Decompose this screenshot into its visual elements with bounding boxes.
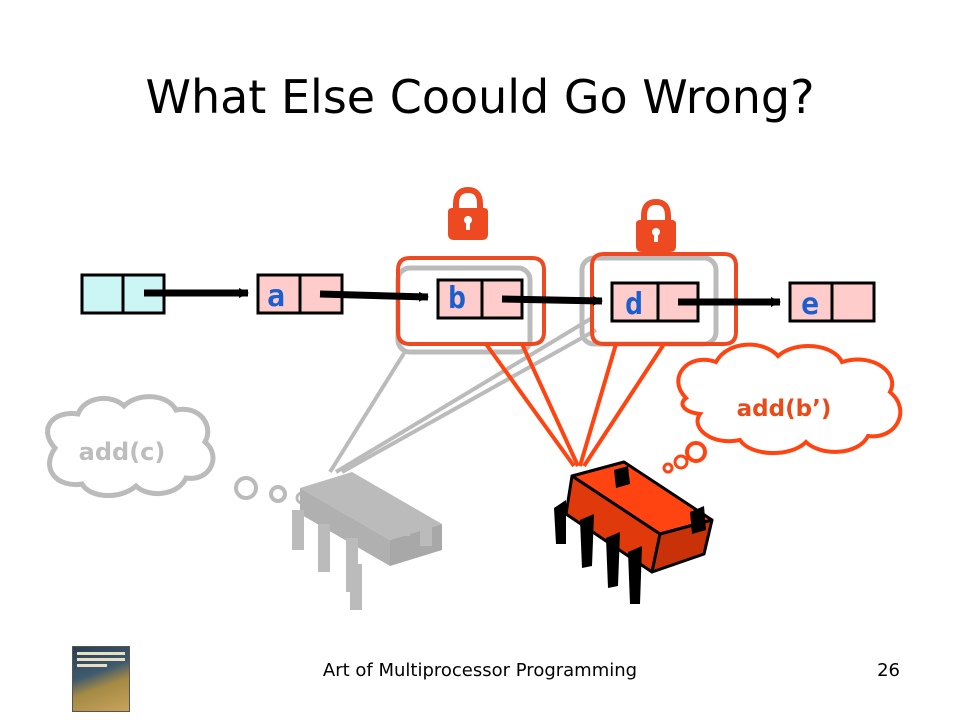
node-label-b: b: [448, 281, 466, 316]
red-thought-cloud-icon: [662, 342, 903, 474]
node-label-a: a: [267, 279, 285, 314]
next-pointers: [144, 288, 781, 307]
list-node-e: [788, 281, 876, 323]
slide-title: What Else Coould Go Wrong?: [145, 70, 815, 124]
red-thread-links: [484, 342, 666, 468]
red-thought-text: add(b’): [737, 396, 832, 422]
node-label-e: e: [801, 287, 819, 322]
node-label-d: d: [625, 287, 643, 322]
red-lock-outline-d: [590, 252, 738, 346]
gray-thought-text: add(c): [79, 438, 166, 466]
list-node-a: [256, 273, 344, 315]
page-number: 26: [877, 660, 900, 681]
lock-icon: [636, 198, 676, 252]
slide-footer: Art of Multiprocessor Programming: [322, 660, 638, 681]
gray-thread-links: [328, 316, 597, 474]
lock-icon: [448, 186, 488, 240]
red-chip-icon: [554, 460, 714, 604]
red-lock-outline-b: [396, 256, 546, 346]
book-cover-icon: [72, 646, 130, 712]
gray-chip-icon: [292, 472, 442, 610]
